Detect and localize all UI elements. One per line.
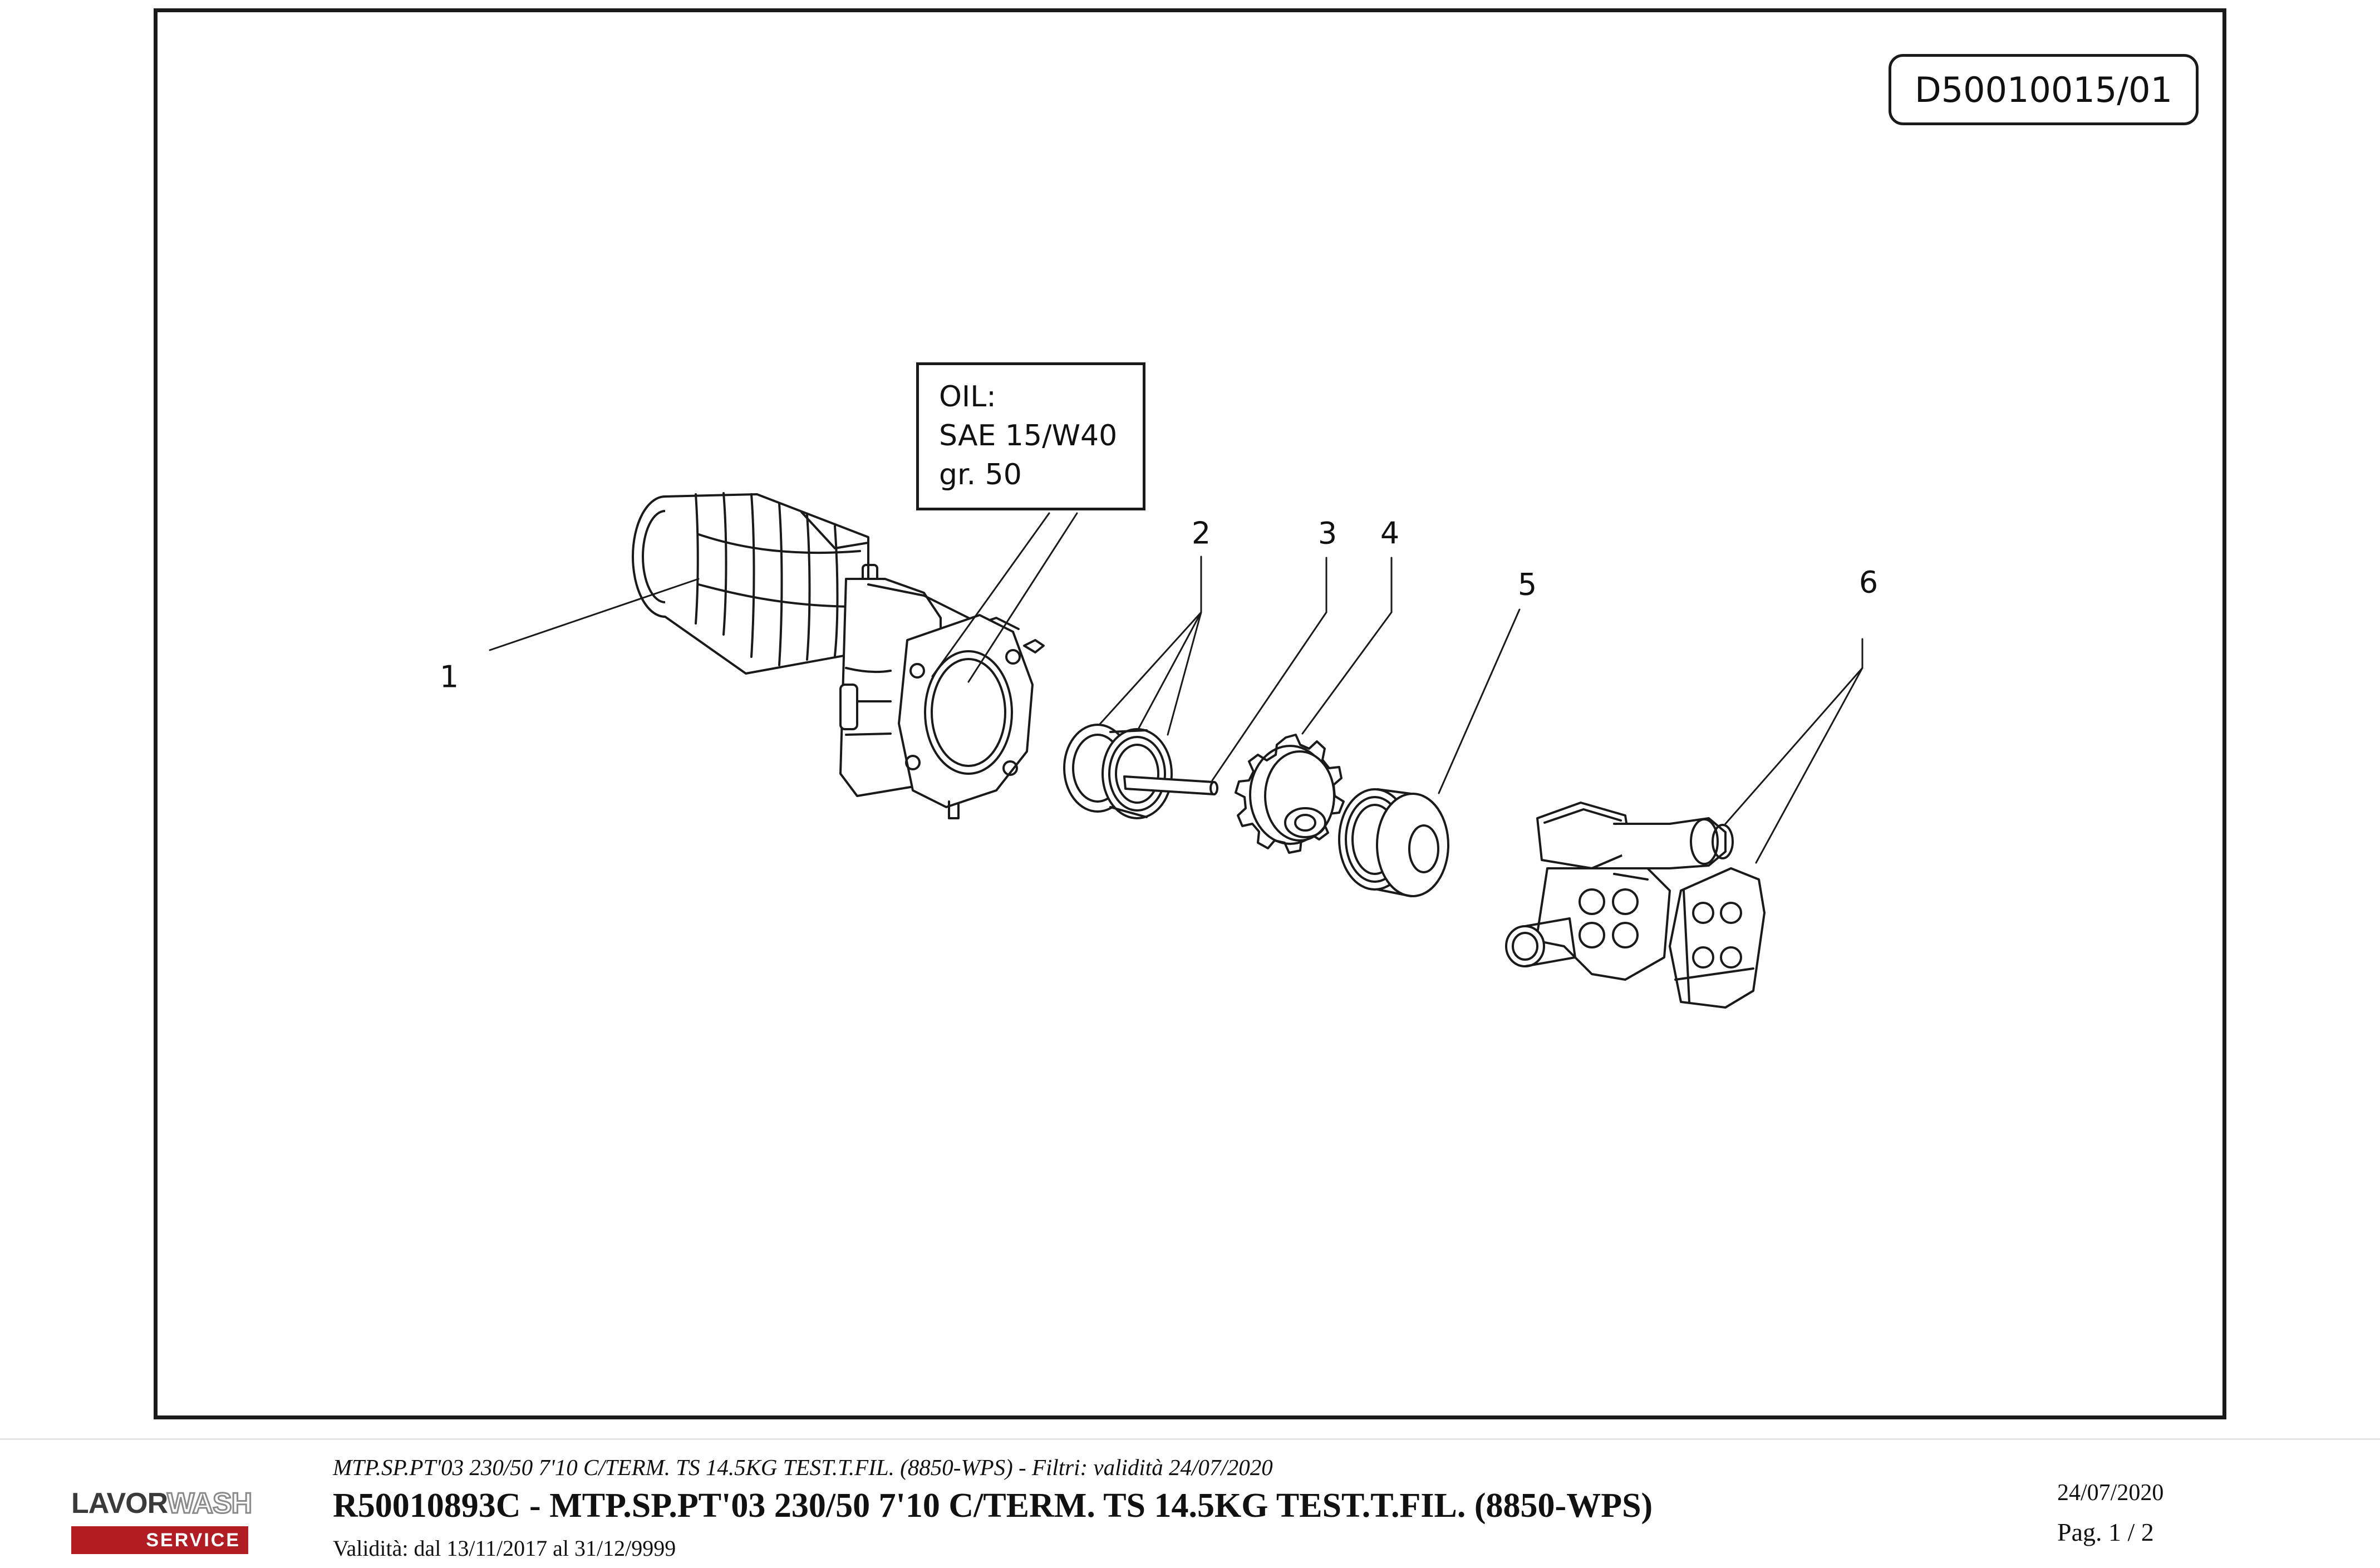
oil-note-line1: OIL: [939,380,996,414]
print-date: 24/07/2020 [2057,1480,2164,1506]
drawing-frame [154,8,2226,1419]
lavorwash-service-logo: LAVORWASH SERVICE [71,1485,253,1555]
logo-brand-light: WASH [166,1487,253,1521]
drawing-code-box: D50010015/01 [1889,54,2199,125]
callout-6: 6 [1858,564,1879,600]
oil-note-box: OIL: SAE 15/W40 gr. 50 [916,362,1145,510]
part-2-seals [1063,724,1173,819]
part-1-motor [632,492,1045,819]
leader-lines [489,512,1863,864]
validity-range: Validità: dal 13/11/2017 al 31/12/9999 [333,1536,676,1561]
drawing-code: D50010015/01 [1914,69,2173,110]
exploded-view-drawing [489,492,1863,1009]
callout-1: 1 [439,659,459,695]
callout-4: 4 [1380,515,1400,551]
part-3-shaft [1123,775,1218,795]
logo-service-bar: SERVICE [71,1526,248,1554]
oil-note-line2: SAE 15/W40 [939,419,1118,453]
logo-brand-dark: LAVOR [71,1487,168,1520]
callout-2: 2 [1191,515,1211,551]
page-number: Pag. 1 / 2 [2057,1518,2154,1546]
oil-note-line3: gr. 50 [939,458,1022,491]
footer-divider [0,1438,2380,1440]
part-6-pump-head [1505,802,1766,1009]
callout-5: 5 [1517,567,1537,602]
part-4-gear [1235,734,1345,854]
callout-3: 3 [1317,515,1337,551]
part-5-bearing [1338,788,1449,897]
document-subtitle: MTP.SP.PT'03 230/50 7'10 C/TERM. TS 14.5… [333,1454,1273,1480]
document-title: R50010893C - MTP.SP.PT'03 230/50 7'10 C/… [333,1487,1653,1525]
